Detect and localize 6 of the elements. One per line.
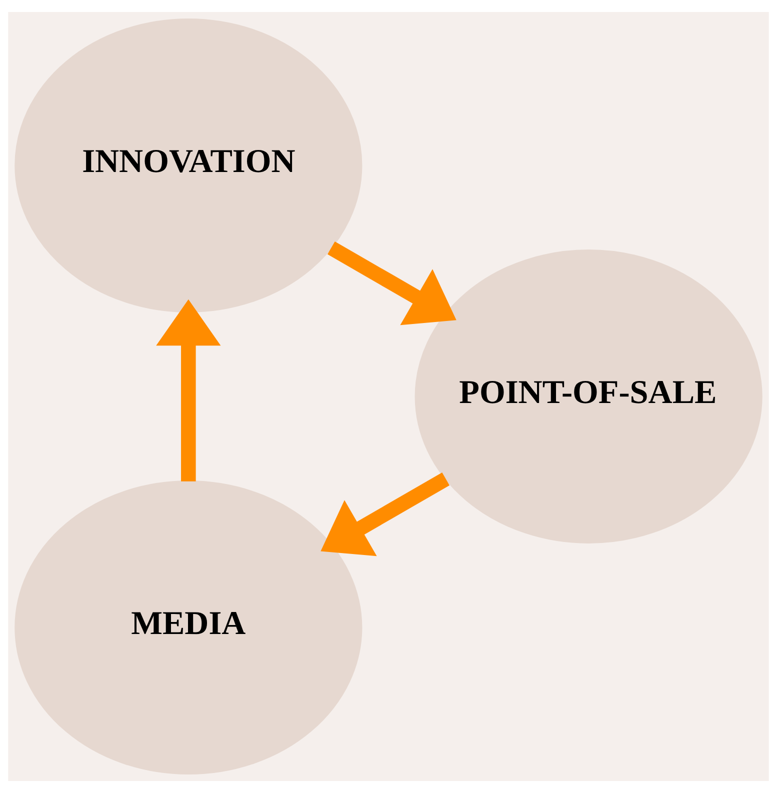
arrow <box>156 298 221 481</box>
arrow <box>328 241 456 325</box>
node-ellipse: POINT-OF-SALE <box>414 249 762 543</box>
node-ellipse: MEDIA <box>14 480 362 774</box>
arrow <box>320 472 450 556</box>
node-ellipse: INNOVATION <box>14 18 362 312</box>
